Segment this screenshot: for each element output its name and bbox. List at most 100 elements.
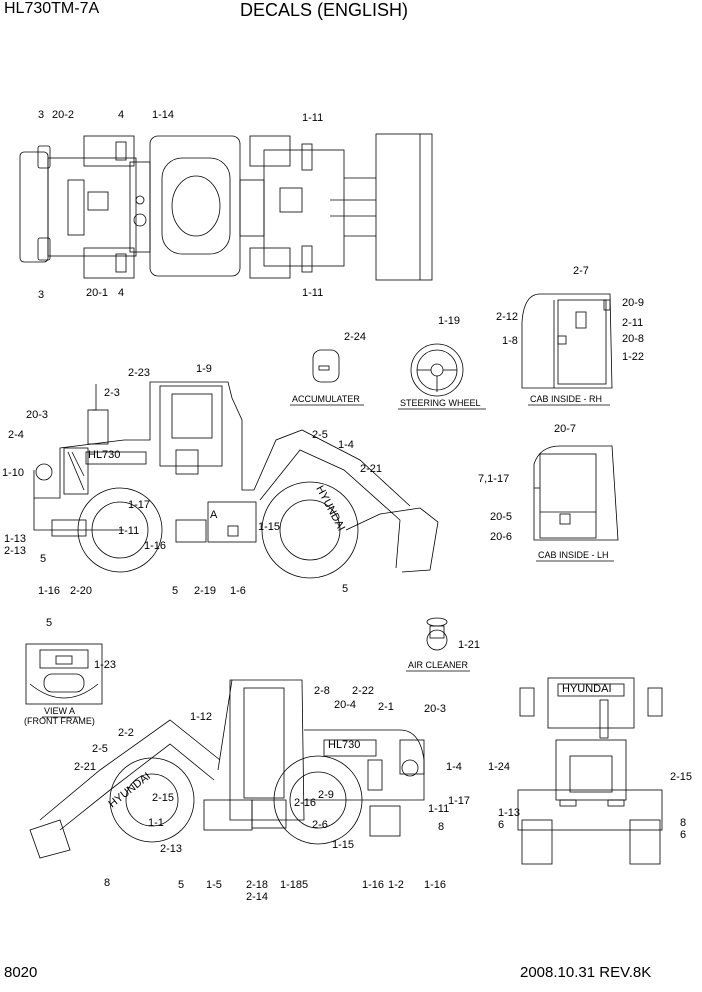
callout-label: 1-11	[118, 525, 139, 537]
callout-label: 20-8	[622, 333, 644, 345]
callout-label: 3	[38, 289, 44, 301]
callout-label: 1-18	[280, 879, 302, 891]
caption-accumulator: ACCUMULATER	[292, 394, 360, 404]
callout-label: 8	[104, 877, 110, 889]
callout-label: 1-9	[196, 363, 212, 375]
callout-label: 2-23	[128, 367, 150, 379]
callout-label: 2-14	[246, 891, 268, 903]
caption-cab-inside-lh: CAB INSIDE - LH	[538, 550, 609, 560]
cab-inside-lh	[533, 445, 619, 541]
callout-label: 1-1	[148, 817, 164, 829]
callout-label: 1-11	[428, 803, 449, 815]
callout-label: 5	[46, 617, 52, 629]
page-title: DECALS (ENGLISH)	[240, 0, 409, 20]
callout-label: 8	[680, 817, 686, 829]
callout-label: 2-19	[194, 585, 216, 597]
page-number: 8020	[4, 964, 38, 981]
callout-label: 4	[118, 109, 124, 121]
callout-label: 2-7	[573, 265, 589, 277]
callout-label: 20-9	[622, 297, 644, 309]
top-view-machine	[19, 133, 433, 281]
callout-label: 7,1-17	[478, 473, 509, 485]
callout-label: 1-6	[230, 585, 246, 597]
callout-label: 20-4	[334, 699, 356, 711]
callout-label: 1-17	[448, 795, 470, 807]
callout-label: 1-16	[144, 540, 166, 552]
callout-label: 2-22	[352, 685, 374, 697]
callout-label: 2-21	[74, 761, 96, 773]
callout-label: 2-1	[378, 701, 394, 713]
callout-label: 1-22	[622, 351, 644, 363]
callout-label: 2-4	[8, 429, 24, 441]
caption-view-a: VIEW A	[44, 706, 75, 716]
callout-label: 2-11	[622, 317, 643, 329]
callout-label: 2-2	[118, 727, 134, 739]
model-badge-upper: HL730	[88, 449, 120, 461]
callout-label: 5	[178, 879, 184, 891]
callout-label: 2-16	[294, 797, 316, 809]
air-cleaner-part	[426, 617, 448, 651]
hyundai-rear: HYUNDAI	[562, 683, 612, 695]
callout-label: 2-9	[318, 789, 334, 801]
view-a-front-frame	[25, 643, 103, 705]
hyundai-boom-lower: HYUNDAI	[106, 770, 152, 810]
callout-label: 1-23	[94, 659, 116, 671]
callout-label: 1-13	[4, 533, 26, 545]
callout-label: 2-13	[160, 843, 182, 855]
callout-label: 2-5	[92, 743, 108, 755]
callout-label: 5	[172, 585, 178, 597]
callout-label: 1-17	[128, 499, 150, 511]
callout-label: 20-1	[86, 287, 108, 299]
callout-label: 1-11	[302, 287, 323, 299]
caption-air-cleaner: AIR CLEANER	[408, 660, 469, 670]
callout-label: 1-8	[502, 335, 518, 347]
rear-view-machine	[517, 677, 663, 865]
callout-label: 2-20	[70, 585, 92, 597]
callout-label: 2-5	[312, 429, 328, 441]
hyundai-boom-upper: HYUNDAI	[313, 484, 347, 533]
callout-label: 5	[40, 553, 46, 565]
callout-label: 8	[438, 821, 444, 833]
callout-label: 6	[498, 819, 504, 831]
callout-label: 2-13	[4, 545, 26, 557]
callout-label: 1-15	[332, 839, 354, 851]
callout-label: 2-15	[152, 792, 174, 804]
callout-label: 20-3	[26, 409, 48, 421]
callout-label: 20-3	[424, 703, 446, 715]
model-badge-lower: HL730	[328, 739, 360, 751]
callout-label: 1-5	[206, 879, 222, 891]
callout-label: 1-13	[498, 807, 520, 819]
callout-label: 20-5	[490, 511, 512, 523]
callout-label: 1-24	[488, 761, 510, 773]
callout-label: 2-3	[104, 387, 120, 399]
callout-label: 5	[342, 583, 348, 595]
steering-wheel-part	[410, 343, 464, 397]
side-view-machine	[33, 381, 439, 579]
cab-inside-rh	[521, 293, 613, 389]
callout-label: 20-6	[490, 531, 512, 543]
callout-label: 20-7	[554, 423, 576, 435]
callout-label: 2-18	[246, 879, 268, 891]
callout-label: 1-4	[446, 761, 462, 773]
caption-front-frame: (FRONT FRAME)	[24, 716, 95, 726]
callout-label: 1-11	[302, 112, 323, 124]
callout-label: 2-12	[496, 311, 518, 323]
model-label: HL730TM-7A	[4, 0, 100, 17]
callout-label: 1-16	[362, 879, 384, 891]
caption-steering-wheel: STEERING WHEEL	[400, 398, 481, 408]
callout-label: 1-16	[38, 585, 60, 597]
accumulator-part	[312, 349, 340, 383]
callout-label: 1-2	[388, 879, 404, 891]
callout-label: 1-21	[458, 639, 480, 651]
callout-label: 2-8	[314, 685, 330, 697]
date-revision: 2008.10.31 REV.8K	[520, 964, 652, 981]
callout-label: 1-12	[190, 711, 212, 723]
callout-label: 6	[680, 829, 686, 841]
view-a-marker: A	[210, 509, 218, 521]
callout-label: 5	[302, 879, 308, 891]
callout-label: 2-15	[670, 771, 692, 783]
callout-label: 1-15	[258, 521, 280, 533]
caption-cab-inside-rh: CAB INSIDE - RH	[530, 394, 602, 404]
